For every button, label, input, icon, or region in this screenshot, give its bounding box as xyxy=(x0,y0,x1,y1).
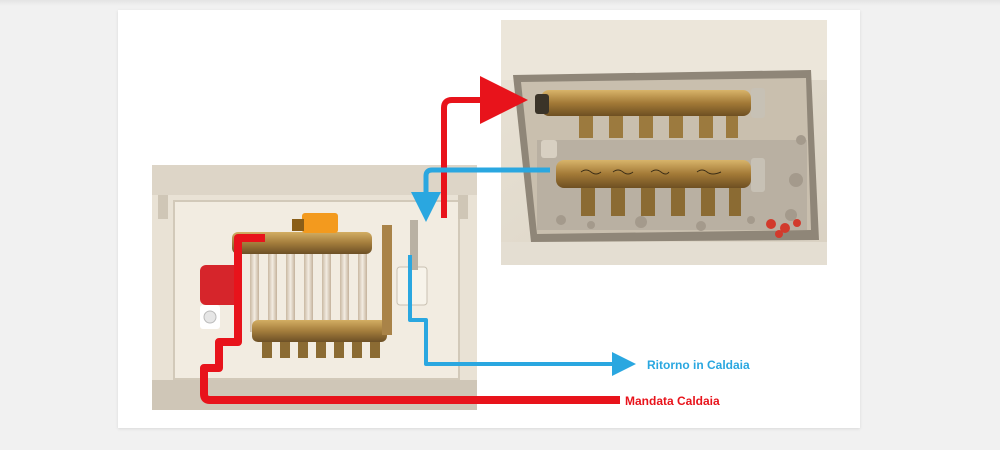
boiler-supply-label: Mandata Caldaia xyxy=(625,394,720,408)
supply-riser-arrow xyxy=(444,100,510,218)
return-down-arrow xyxy=(410,255,628,364)
return-to-boiler-label: Ritorno in Caldaia xyxy=(647,358,750,372)
